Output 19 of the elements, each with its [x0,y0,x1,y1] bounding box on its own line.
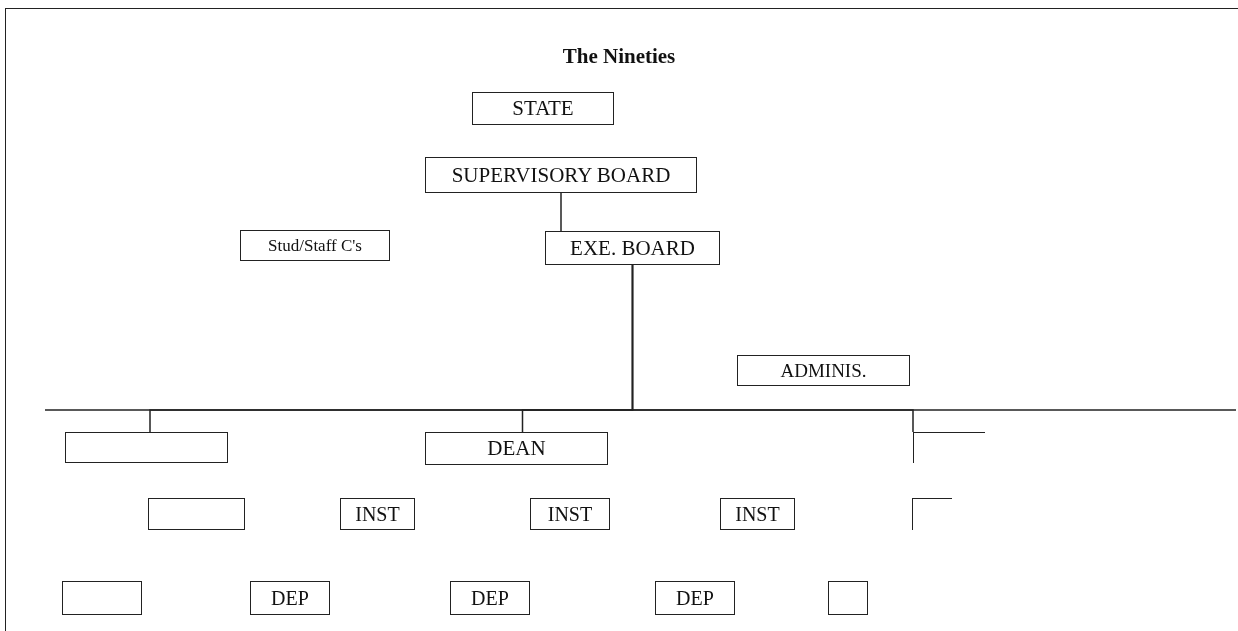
org-box: STATE [472,92,614,125]
org-box: DEAN [425,432,608,465]
org-box: ADMINIS. [737,355,910,386]
org-box: INST [340,498,415,530]
empty-box [828,581,868,615]
connector-line [631,264,914,433]
org-box: DEP [655,581,735,615]
connector-line [560,192,562,232]
empty-box [65,432,228,463]
org-box: SUPERVISORY BOARD [425,157,697,193]
empty-box [148,498,245,530]
org-box: Stud/Staff C's [240,230,390,261]
org-box: INST [530,498,610,530]
empty-box [62,581,142,615]
org-box: EXE. BOARD [545,231,720,265]
org-box: INST [720,498,795,530]
diagram-title: The Nineties [561,44,677,69]
org-box: DEP [450,581,530,615]
org-box: DEP [250,581,330,615]
